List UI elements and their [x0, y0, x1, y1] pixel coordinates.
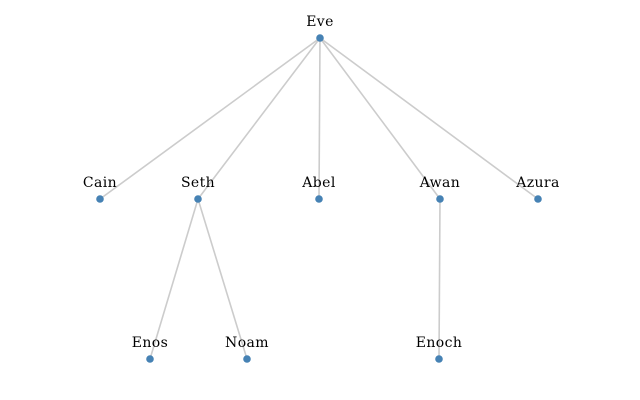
- node-label-enos: Enos: [132, 335, 168, 351]
- graph-edge-eve-cain: [99, 37, 321, 200]
- graph-node-azura: [534, 195, 542, 203]
- graph-edge-seth-enos: [149, 198, 199, 360]
- graph-node-enos: [146, 355, 154, 363]
- graph-edge-eve-abel: [318, 37, 321, 200]
- node-label-eve: Eve: [306, 14, 334, 30]
- graph-edge-eve-seth: [197, 37, 321, 200]
- graph-node-seth: [194, 195, 202, 203]
- graph-node-cain: [96, 195, 104, 203]
- graph-edge-awan-enoch: [438, 198, 441, 360]
- graph-node-eve: [316, 34, 324, 42]
- node-label-seth: Seth: [181, 175, 215, 191]
- graph-edge-eve-awan: [319, 37, 441, 200]
- nodes-layer: [96, 34, 542, 363]
- node-label-abel: Abel: [301, 175, 336, 191]
- edges-layer: [99, 37, 539, 360]
- node-label-azura: Azura: [515, 175, 560, 191]
- graph-edge-eve-azura: [319, 37, 539, 200]
- graph-node-enoch: [435, 355, 443, 363]
- graph-node-abel: [315, 195, 323, 203]
- graph-node-noam: [243, 355, 251, 363]
- graph-edge-seth-noam: [197, 198, 248, 360]
- node-label-awan: Awan: [419, 175, 460, 191]
- node-label-enoch: Enoch: [416, 335, 463, 351]
- graph-node-awan: [436, 195, 444, 203]
- node-label-cain: Cain: [83, 175, 117, 191]
- node-label-noam: Noam: [225, 335, 269, 351]
